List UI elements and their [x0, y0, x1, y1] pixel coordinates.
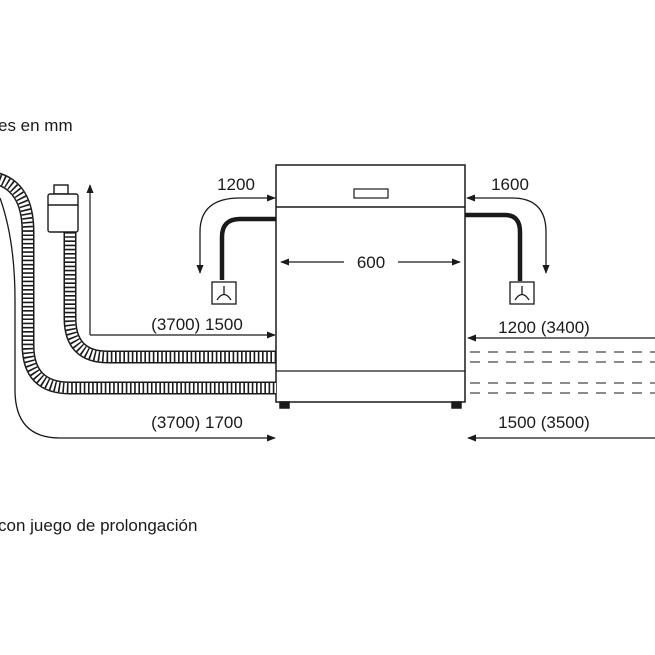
right-drain-pipe: 1600 [465, 175, 550, 305]
inlet-hose [63, 232, 276, 364]
drain-siphon-icon [211, 281, 237, 305]
caption-extension-kit: con juego de prolongación [0, 516, 197, 535]
left-drain-pipe: 1200 [196, 175, 276, 305]
width-label: 600 [357, 253, 385, 272]
left-foot [279, 401, 290, 409]
width-dimension: 600 [280, 253, 461, 272]
hose-length-curve-lower [0, 197, 276, 442]
hose-left-upper-label: (3700) 1500 [151, 315, 243, 334]
hose-left-lower-label: (3700) 1700 [151, 413, 243, 432]
drain-siphon-icon [509, 281, 535, 305]
drain-hose [0, 172, 276, 395]
hose-right-upper-label: 1200 (3400) [498, 318, 590, 337]
right-hose-dimensions: 1200 (3400) 1500 (3500) [467, 318, 655, 442]
drain-left-label: 1200 [217, 175, 255, 194]
dishwasher-front [275, 164, 466, 409]
right-foot [451, 401, 462, 409]
hose-right-lower-label: 1500 (3500) [498, 413, 590, 432]
caption-units: es en mm [0, 116, 73, 135]
drain-right-label: 1600 [491, 175, 529, 194]
control-panel-display [353, 188, 389, 199]
water-tap-icon [47, 184, 79, 233]
